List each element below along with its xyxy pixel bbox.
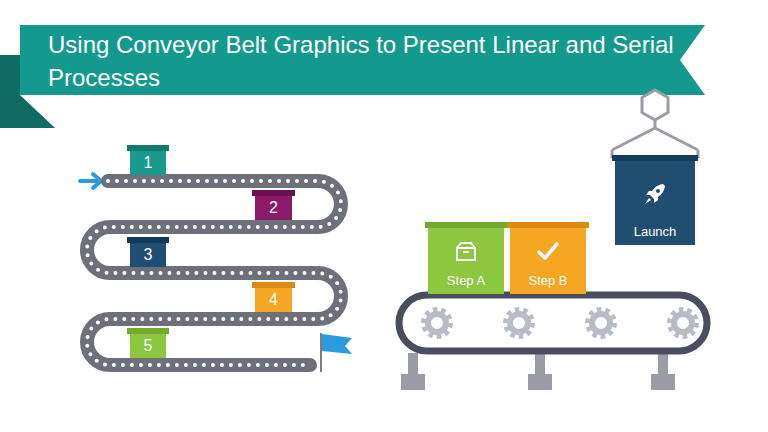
numbered-box: 2	[255, 190, 292, 220]
box-lid	[612, 155, 698, 161]
finish-flag	[322, 334, 352, 354]
step-label: Step B	[510, 273, 586, 288]
start-arrow	[80, 174, 101, 188]
numbered-box: 4	[255, 282, 292, 312]
numbered-box: 5	[130, 328, 166, 358]
belt-dots	[87, 181, 341, 365]
step-label: Step A	[428, 273, 504, 288]
box-lid	[507, 222, 589, 228]
rocket-icon	[643, 182, 667, 206]
crane-hook	[612, 90, 698, 158]
step-number: 2	[255, 199, 292, 217]
step-number: 1	[130, 154, 166, 172]
conveyor-belt	[399, 295, 707, 351]
step-number: 3	[130, 246, 166, 264]
numbered-box: 3	[130, 237, 166, 267]
process-box: Step A	[428, 222, 504, 294]
check-icon	[536, 240, 560, 264]
box-lid	[127, 145, 169, 151]
gears	[425, 311, 695, 335]
box-lid	[252, 282, 295, 288]
box-lid	[127, 237, 169, 243]
step-label: Launch	[615, 224, 695, 239]
box-lid	[252, 190, 295, 196]
step-number: 4	[255, 291, 292, 309]
box-lid	[127, 328, 169, 334]
numbered-box: 1	[130, 145, 166, 175]
flag-pole	[320, 333, 322, 372]
process-box: Launch	[615, 155, 695, 245]
step-number: 5	[130, 337, 166, 355]
title: Using Conveyor Belt Graphics to Present …	[48, 28, 688, 94]
title-banner	[20, 25, 705, 95]
box-lid	[425, 222, 507, 228]
serpentine-belt	[87, 181, 341, 365]
box-icon	[454, 240, 478, 264]
process-box: Step B	[510, 222, 586, 294]
conveyor-legs	[401, 353, 675, 390]
